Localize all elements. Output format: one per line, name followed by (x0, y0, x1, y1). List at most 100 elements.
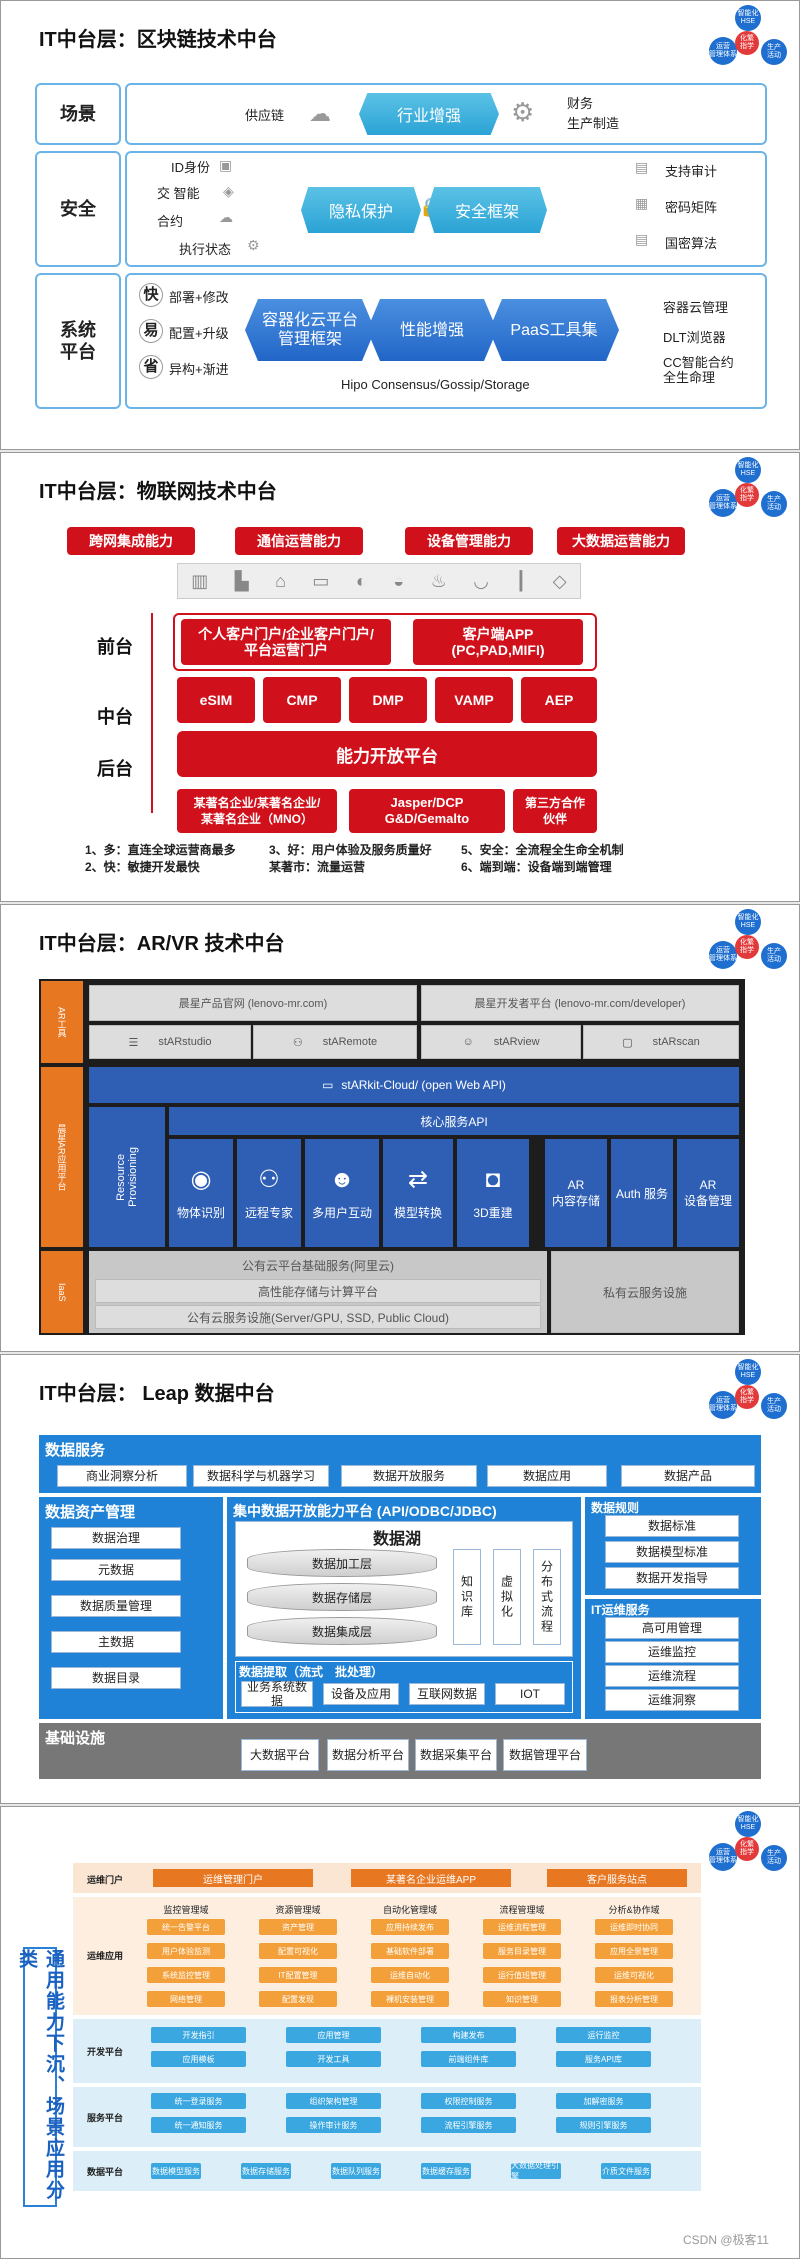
domain-item: IT配置管理 (259, 1967, 337, 1983)
slide-title: IT中台层：AR/VR 技术中台 (39, 933, 285, 955)
mid-aep: AEP (521, 677, 597, 723)
platform-item: 流程引擎服务 (421, 2117, 516, 2133)
vertical-title: 通用能力下沉、场景应用分类 (16, 1947, 64, 2207)
ar-device: AR 设备管理 (677, 1139, 739, 1247)
logo-icon: 智能化 HSE 运营 管理体系 化繁 指学 生产 活动 (705, 1809, 791, 1889)
domain-item: 统一告警平台 (147, 1919, 225, 1935)
back-jasper: Jasper/DCP G&D/Gemalto (349, 789, 505, 833)
industry-band: 行业增强 (359, 93, 499, 135)
platform-item: 统一通知服务 (151, 2117, 246, 2133)
convert-icon: ⇄ (407, 1166, 429, 1193)
domain-item: 服务目录管理 (483, 1943, 561, 1959)
tool-remote[interactable]: ⚇stARemote (253, 1025, 417, 1059)
monitor-icon: ▭ (322, 1078, 334, 1092)
logo-icon: 智能化 HSE 运营 管理体系 化繁 指学 生产 活动 (705, 907, 791, 987)
platform-item: 开发工具 (286, 2051, 381, 2067)
slide-blockchain: IT中台层：区块链技术中台 智能化 HSE 运营 管理体系 化繁 指学 生产 活… (0, 0, 800, 450)
mid-vamp: VAMP (435, 677, 513, 723)
front-portal: 个人客户门户/企业客户门户/ 平台运营门户 (181, 619, 391, 665)
container-band: 容器化云平台 管理框架 (245, 299, 375, 361)
platform-item: 操作审计服务 (286, 2117, 381, 2133)
logo-icon: 智能化 HSE 运营 管理体系 化繁 指学 生产 活动 (705, 1357, 791, 1437)
mod-3d: ◘3D重建 (457, 1139, 529, 1247)
tool-studio[interactable]: ☰stARstudio (89, 1025, 251, 1059)
domain-item: 基础软件部署 (371, 1943, 449, 1959)
top-cap-4: 大数据运营能力 (557, 527, 685, 555)
tree-icon: ⚇ (258, 1166, 280, 1193)
domain-item: 系统监控管理 (147, 1967, 225, 1983)
house-icon: ⌂ (275, 570, 286, 591)
people-icon: ☺ (462, 1036, 474, 1048)
building-icon: ▥ (191, 570, 209, 591)
arrow-line (151, 613, 153, 813)
privacy-band: 隐私保护 (301, 187, 421, 233)
platform-label: 系统 平台 (35, 273, 121, 409)
state-icon: ⚙ (247, 237, 260, 253)
platform-item: 组织架构管理 (286, 2093, 381, 2109)
security-row: ID身份 交 智能 合约 执行状态 ▣ ◈ ☁ ⚙ 隐私保护 🔒 安全框架 ▤ … (125, 151, 767, 267)
top-cap-3: 设备管理能力 (405, 527, 533, 555)
domain-item: 运维即时协同 (595, 1919, 673, 1935)
domain-item: 配置可视化 (259, 1943, 337, 1959)
platform-item: 前端组件库 (421, 2051, 516, 2067)
platform-item: 统一登录服务 (151, 2093, 246, 2109)
platform-item: 数据存储服务 (241, 2163, 291, 2179)
mid-dmp: DMP (349, 677, 427, 723)
mod-multi: ☻多用户互动 (305, 1139, 379, 1247)
domain-header: 流程管理域 (499, 1905, 545, 1915)
private-cloud: 私有云服务设施 (551, 1251, 739, 1333)
platform-item: 应用模板 (151, 2051, 246, 2067)
top-cap-2: 通信运营能力 (235, 527, 363, 555)
slide-arvr: IT中台层：AR/VR 技术中台 智能化 HSE 运营 管理体系 化繁 指学 生… (0, 904, 800, 1352)
tool-scan[interactable]: ▢stARscan (583, 1025, 739, 1059)
performance-band: 性能增强 (367, 299, 497, 361)
domain-item: 报表分析管理 (595, 1991, 673, 2007)
security-frame-band: 安全框架 (427, 187, 547, 233)
front-app: 客户端APP (PC,PAD,MIFI) (413, 619, 583, 665)
contract-icon: ☁ (219, 209, 233, 225)
platform-item: 加解密服务 (556, 2093, 651, 2109)
tap-icon: ♨ (430, 570, 447, 591)
ar-storage: AR 内容存储 (545, 1139, 607, 1247)
back-partner: 第三方合作 伙伴 (513, 789, 597, 833)
auth-service: Auth 服务 (611, 1139, 673, 1247)
platform-item: 应用管理 (286, 2027, 381, 2043)
matrix-icon: ▦ (635, 195, 649, 211)
platform-item: 构建发布 (421, 2027, 516, 2043)
thermo-icon: ┃ (515, 570, 527, 591)
platform-item: 服务API库 (556, 2051, 651, 2067)
truck-icon: ▭ (312, 570, 330, 591)
slide-iot: IT中台层：物联网技术中台 智能化 HSE 运营 管理体系 化繁 指学 生产 活… (0, 452, 800, 902)
gear-icon: ⚙ (511, 97, 535, 127)
platform-item: 权限控制服务 (421, 2093, 516, 2109)
platform-item: 数据缓存服务 (421, 2163, 471, 2179)
slide-title: IT中台层：区块链技术中台 (39, 29, 277, 51)
brain-icon: ◈ (223, 183, 234, 199)
top-cap-1: 跨网集成能力 (67, 527, 195, 555)
back-mno: 某著名企业/某著名企业/ 某著名企业（MNO） (177, 789, 337, 833)
cloud-icon: ☁ (309, 101, 331, 126)
users-icon: ☻ (329, 1165, 355, 1193)
platform-item: 运行监控 (556, 2027, 651, 2043)
product-site[interactable]: 晨星产品官网 (lenovo-mr.com) (89, 985, 417, 1021)
watermark: CSDN @极客11 (683, 2233, 769, 2247)
slide-ops: 智能化 HSE 运营 管理体系 化繁 指学 生产 活动 通用能力下沉、场景应用分… (0, 1806, 800, 2259)
network-icon: ⚇ (292, 1036, 303, 1049)
resource-provisioning: Resource Provisioning (89, 1107, 165, 1247)
bowl-icon: ◡ (473, 570, 489, 591)
public-cloud-base: 公有云平台基础服务(阿里云) (91, 1253, 545, 1277)
domain-item: 运维流程管理 (483, 1919, 561, 1935)
domain-header: 监控管理域 (163, 1905, 209, 1915)
paas-band: PaaS工具集 (489, 299, 619, 361)
domain-item: 应用全景管理 (595, 1943, 673, 1959)
mod-expert: ⚇远程专家 (237, 1139, 301, 1247)
scene-label: 场景 (35, 83, 121, 145)
mod-convert: ⇄模型转换 (383, 1139, 453, 1247)
device-icons: ▥▙⌂▭◐◒♨◡┃◇ (177, 563, 581, 599)
mod-object: ◉物体识别 (169, 1139, 233, 1247)
domain-header: 资源管理域 (275, 1905, 321, 1915)
domain-item: 运维自动化 (371, 1967, 449, 1983)
logo-icon: 智能化 HSE 运营 管理体系 化繁 指学 生产 活动 (705, 3, 791, 83)
tool-view[interactable]: ☺stARview (421, 1025, 581, 1059)
developer-site[interactable]: 晨星开发者平台 (lenovo-mr.com/developer) (421, 985, 739, 1021)
